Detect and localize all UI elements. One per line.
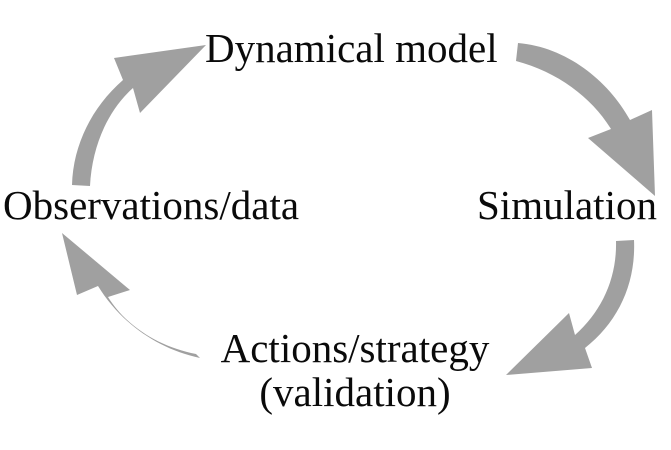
arrow-observations-to-model-icon [72, 45, 206, 186]
arrow-simulation-to-actions-icon [506, 240, 635, 375]
arrow-model-to-simulation-icon [516, 43, 655, 196]
arrow-actions-to-observations-icon [62, 233, 200, 358]
node-label-actions-strategy-line2: (validation) [259, 369, 451, 416]
node-label-dynamical-model: Dynamical model [205, 25, 498, 71]
node-label-observations-data: Observations/data [3, 182, 300, 228]
node-label-actions-strategy: Actions/strategy(validation) [216, 326, 494, 415]
node-label-simulation: Simulation [477, 182, 657, 228]
node-label-actions-strategy-line1: Actions/strategy [220, 325, 490, 371]
